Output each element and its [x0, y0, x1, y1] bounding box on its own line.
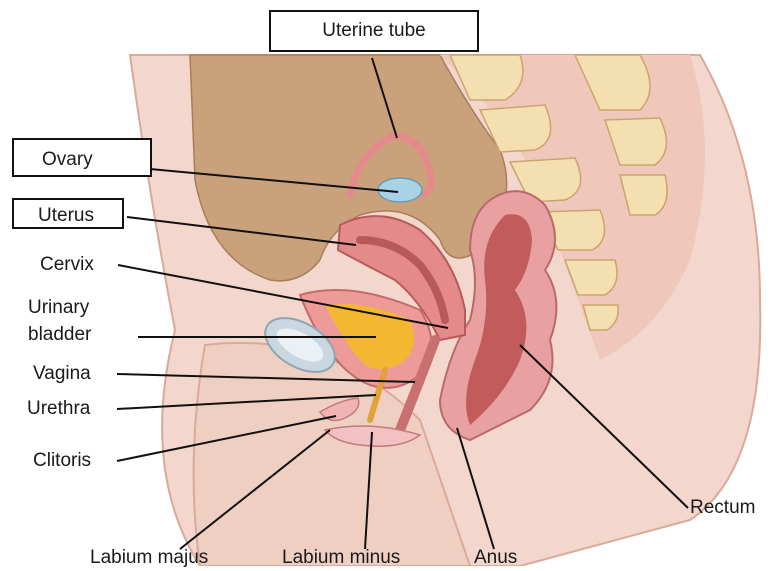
- label-uterine-tube: Uterine tube: [269, 10, 479, 52]
- label-vagina: Vagina: [33, 363, 91, 385]
- label-rectum: Rectum: [690, 497, 755, 519]
- label-urinary-bladder-line1: Urinary: [28, 297, 89, 319]
- label-uterus: Uterus: [12, 198, 124, 229]
- label-urethra: Urethra: [27, 398, 90, 420]
- label-ovary: Ovary: [12, 138, 152, 177]
- label-clitoris: Clitoris: [33, 450, 91, 472]
- label-cervix: Cervix: [40, 254, 94, 276]
- label-urinary-bladder-line2: bladder: [28, 324, 91, 346]
